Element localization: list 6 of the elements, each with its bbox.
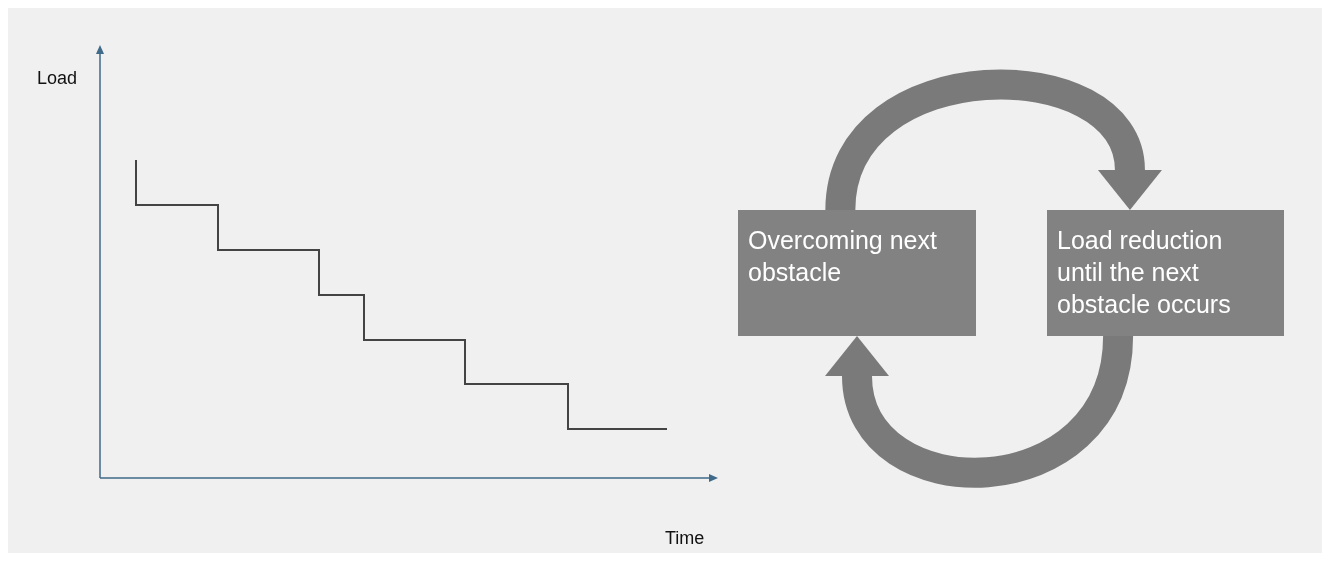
axis-label: Load	[37, 68, 78, 89]
curved-arrow	[825, 334, 1133, 488]
process-box: Load reduction until the next obstacle occurs	[1047, 210, 1284, 336]
curved-arrow	[825, 70, 1162, 213]
process-box: Overcoming next obstacle	[738, 210, 976, 336]
axis-label: Time	[665, 528, 705, 549]
